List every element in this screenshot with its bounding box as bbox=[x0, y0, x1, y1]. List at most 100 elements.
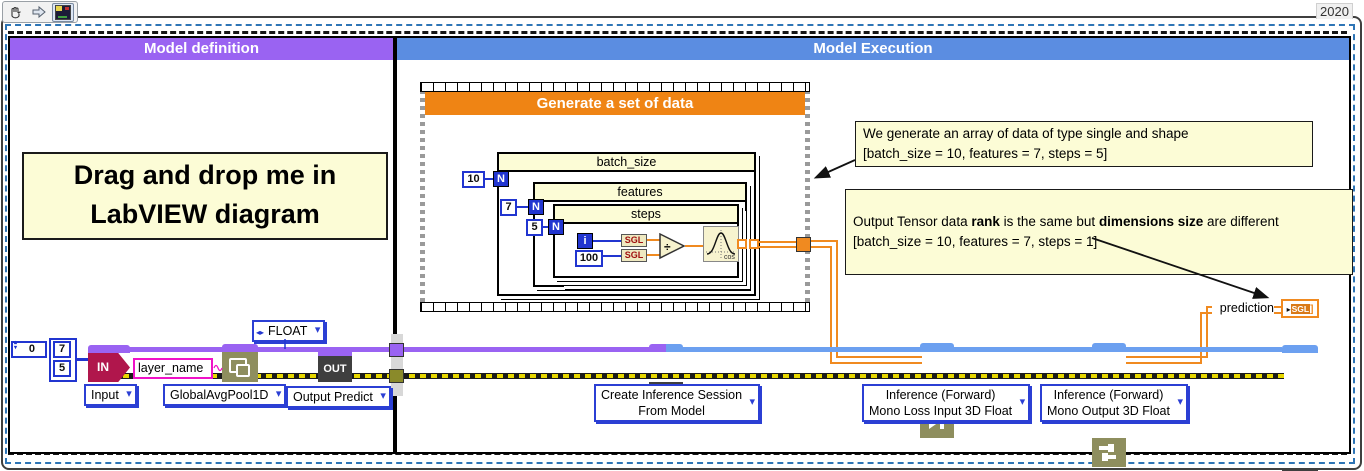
auto-index-tunnel[interactable] bbox=[749, 239, 759, 249]
in-node-model-terminal bbox=[88, 345, 130, 353]
loop-label-batch-size: batch_size bbox=[499, 154, 754, 172]
create-session-selector[interactable]: Create Inference Session From Model▾ bbox=[594, 384, 761, 422]
toolbar bbox=[2, 1, 78, 23]
constant-steps-count[interactable]: 5 bbox=[526, 219, 543, 236]
session-wire bbox=[683, 347, 1282, 352]
generate-structure-border-right bbox=[805, 92, 810, 302]
model-wire bbox=[110, 347, 650, 352]
comment-output-tensor: Output Tensor data rank is the same but … bbox=[845, 189, 1353, 275]
global-avg-pool-node[interactable] bbox=[222, 352, 258, 382]
to-sgl-convert-node[interactable]: SGL bbox=[621, 234, 647, 247]
chevron-down-icon[interactable]: ▾ bbox=[1177, 396, 1183, 409]
loop-label-features: features bbox=[535, 184, 745, 202]
generate-structure-border-left bbox=[420, 92, 425, 302]
wire-count-batch bbox=[484, 178, 494, 180]
wire-100-to-sgl bbox=[603, 255, 621, 257]
constant-divisor[interactable]: 100 bbox=[575, 250, 603, 267]
wire-divide-to-cos bbox=[685, 245, 703, 247]
constant-features-count[interactable]: 7 bbox=[500, 199, 517, 216]
inference-loss-node-terminal bbox=[920, 343, 954, 351]
cluster-value[interactable]: 5 bbox=[53, 360, 71, 377]
model-definition-title: Model definition bbox=[10, 38, 393, 60]
layers-icon bbox=[236, 364, 250, 377]
wire-sgl-to-divide bbox=[647, 254, 660, 256]
snippet-border bbox=[1, 16, 1362, 470]
constant-batch-count[interactable]: 10 bbox=[462, 171, 485, 188]
pool-node-model-terminal bbox=[222, 344, 258, 352]
divide-node[interactable]: ÷ bbox=[659, 232, 686, 265]
count-terminal-batch[interactable]: N bbox=[493, 171, 509, 187]
frame-tunnel-error[interactable] bbox=[389, 369, 404, 383]
drag-drop-note: Drag and drop me in LabVIEW diagram bbox=[22, 152, 388, 240]
data-wire bbox=[811, 246, 832, 248]
cluster-value[interactable]: 7 bbox=[53, 341, 71, 358]
iteration-terminal[interactable]: i bbox=[577, 233, 593, 249]
cos-glyph: cos bbox=[724, 254, 735, 261]
data-wire bbox=[1126, 362, 1202, 364]
inference-loss-selector[interactable]: Inference (Forward) Mono Loss Input 3D F… bbox=[862, 384, 1031, 422]
prediction-label: prediction bbox=[1212, 301, 1274, 315]
inference-output-node[interactable] bbox=[1092, 438, 1126, 467]
pool-type-selector[interactable]: GlobalAvgPool1D▾ bbox=[163, 384, 287, 406]
comment-output-tensor-line2: [batch_size = 10, features = 7, steps = … bbox=[853, 234, 1098, 249]
inference-output-node-terminal bbox=[1092, 343, 1126, 351]
chevron-down-icon[interactable]: ▾ bbox=[1019, 396, 1026, 409]
destroy-session-node[interactable] bbox=[1282, 469, 1318, 471]
wire-count-features bbox=[516, 206, 529, 208]
cosine-node[interactable]: cos bbox=[703, 226, 739, 262]
generate-structure-border-bottom bbox=[420, 302, 810, 312]
sgl-type-chip: SGL bbox=[1290, 304, 1311, 314]
wire-to-structure-tunnel bbox=[759, 246, 797, 248]
data-wire bbox=[1126, 356, 1208, 358]
destroy-session-node-terminal bbox=[1282, 345, 1318, 353]
error-wire bbox=[118, 373, 1284, 379]
chevron-down-icon[interactable]: ▾ bbox=[380, 390, 386, 403]
data-wire bbox=[836, 240, 838, 358]
data-wire bbox=[811, 240, 838, 242]
layer-name-constant[interactable]: layer_name bbox=[133, 358, 213, 379]
data-wire bbox=[1200, 312, 1202, 364]
data-wire bbox=[830, 246, 832, 364]
chevron-down-icon[interactable]: ▾ bbox=[275, 388, 282, 401]
forward-arrow-icon[interactable] bbox=[29, 4, 49, 21]
wire-count-steps bbox=[542, 226, 550, 228]
frame-tunnel-model[interactable] bbox=[389, 343, 404, 357]
chevron-down-icon[interactable]: ▾ bbox=[126, 388, 132, 401]
generate-structure-header: Generate a set of data bbox=[425, 92, 805, 115]
chevron-down-icon[interactable]: ▾ bbox=[314, 324, 321, 337]
chevron-down-icon[interactable]: ▾ bbox=[749, 396, 756, 409]
auto-index-tunnel[interactable] bbox=[737, 239, 747, 249]
count-terminal-steps[interactable]: N bbox=[548, 219, 564, 235]
out-node[interactable]: OUT bbox=[318, 356, 352, 382]
float-type-selector[interactable]: ◂▸FLOAT▾ bbox=[252, 320, 326, 342]
array-triangle-icon: ▸ bbox=[1286, 305, 1291, 314]
inference-output-selector[interactable]: Inference (Forward) Mono Output 3D Float… bbox=[1040, 384, 1188, 422]
data-wire bbox=[1206, 306, 1208, 358]
array-bracket: ] bbox=[1310, 304, 1314, 315]
wire-sgl-to-divide bbox=[647, 239, 660, 241]
output-selector[interactable]: Output Predict▾ bbox=[286, 386, 391, 408]
vi-snippet-icon[interactable] bbox=[52, 2, 74, 22]
index-control[interactable]: ▴▾ 0 bbox=[11, 340, 47, 358]
structure-tunnel-data[interactable] bbox=[796, 237, 811, 252]
wire-i-to-sgl bbox=[593, 240, 621, 242]
model-execution-title: Model Execution bbox=[397, 38, 1349, 60]
data-wire bbox=[830, 362, 922, 364]
wire-to-structure-tunnel bbox=[759, 241, 797, 243]
out-node-model-terminal bbox=[318, 348, 352, 356]
pan-hand-icon[interactable] bbox=[6, 4, 26, 21]
sliders-icon bbox=[1099, 444, 1116, 461]
generate-structure-border-top bbox=[420, 82, 810, 92]
spinner-icon[interactable]: ▴▾ bbox=[14, 340, 18, 351]
to-sgl-convert-node[interactable]: SGL bbox=[621, 249, 647, 262]
divide-glyph: ÷ bbox=[664, 240, 671, 254]
count-terminal-features[interactable]: N bbox=[528, 199, 544, 215]
shape-cluster[interactable]: 7 5 bbox=[49, 338, 77, 382]
selection-ants bbox=[5, 24, 1355, 464]
structure-dash-top bbox=[8, 31, 1347, 34]
data-wire bbox=[836, 356, 922, 358]
input-selector[interactable]: Input▾ bbox=[84, 384, 137, 406]
prediction-indicator[interactable]: ▸SGL] bbox=[1281, 299, 1319, 318]
comment-generate: We generate an array of data of type sin… bbox=[855, 121, 1313, 167]
